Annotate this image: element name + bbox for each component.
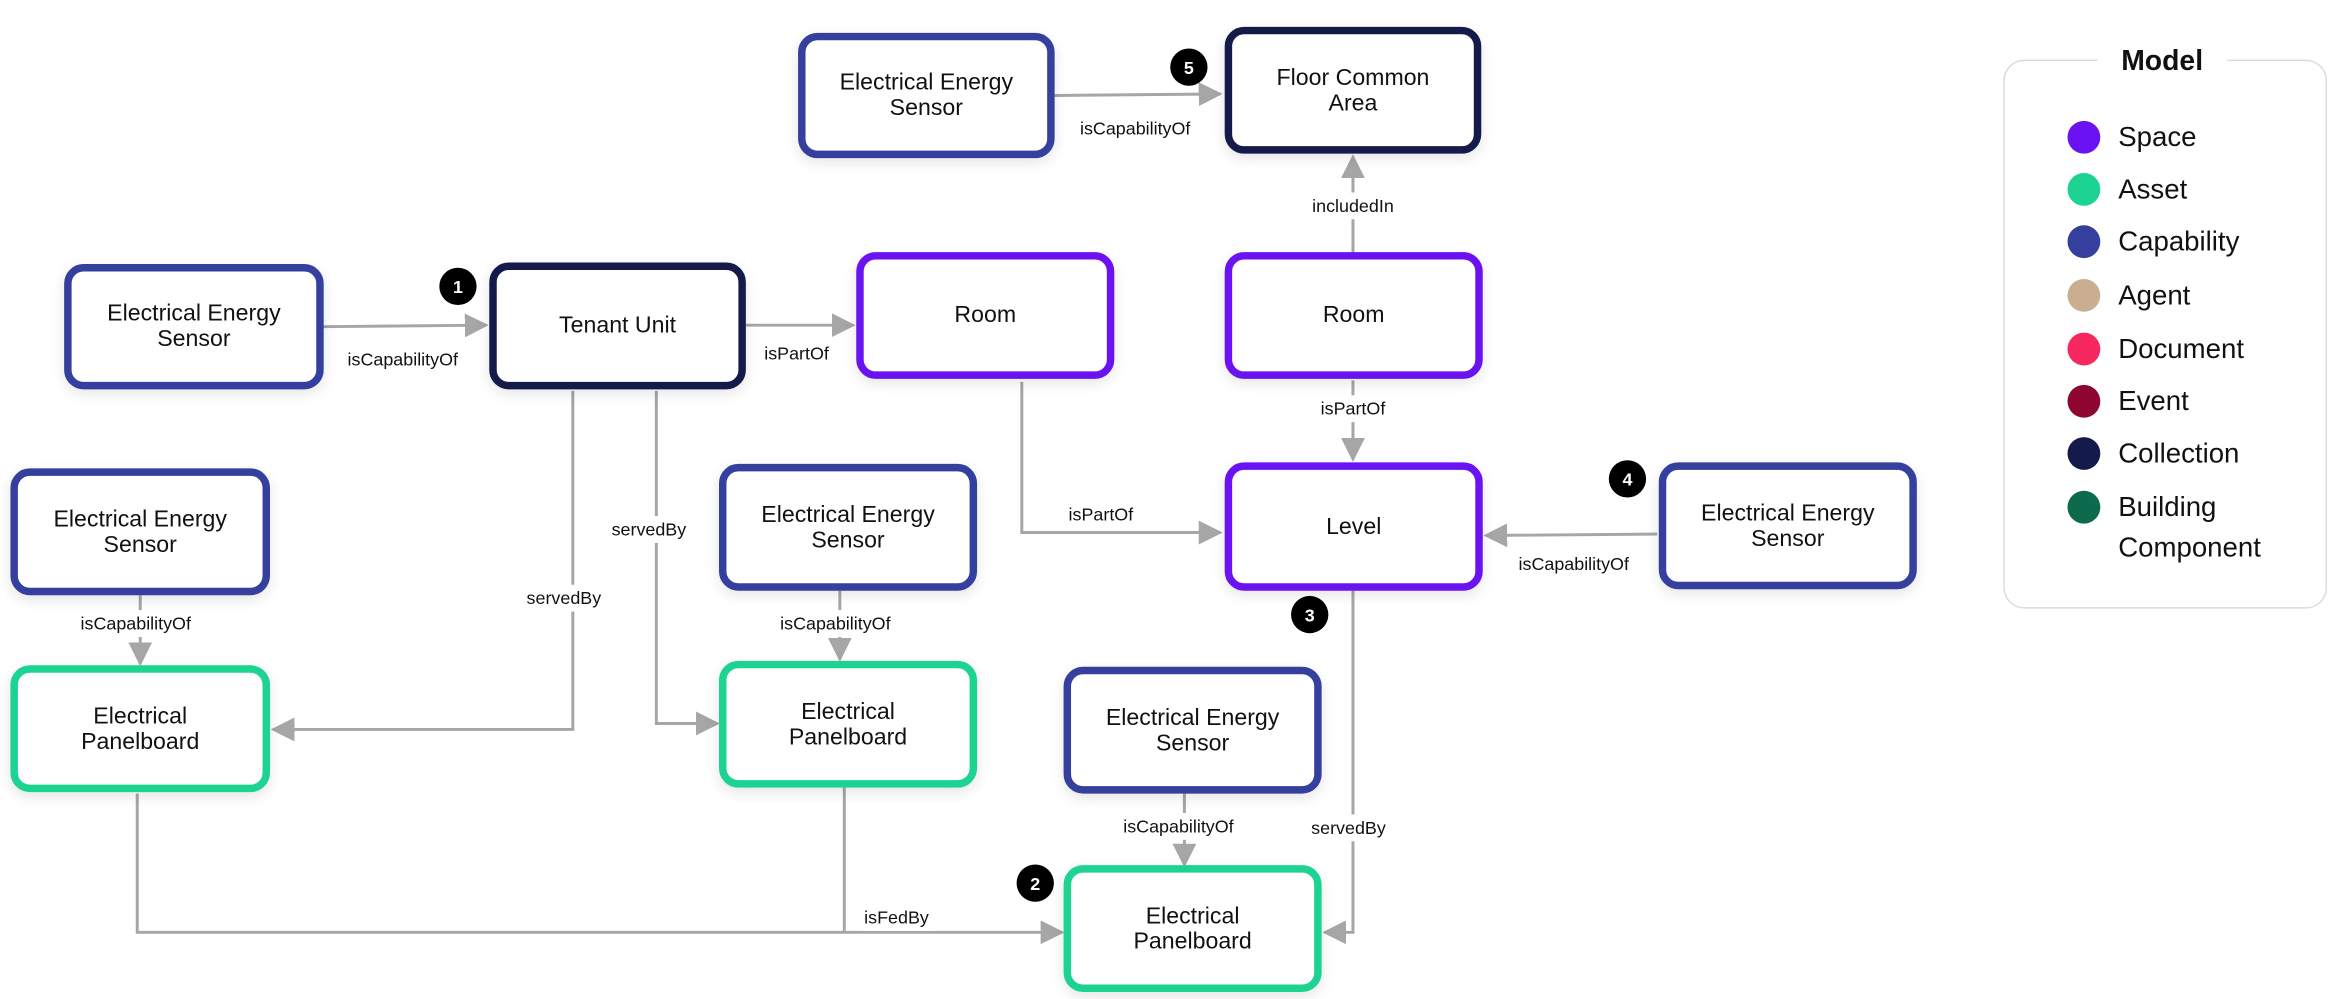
- legend-title: Model: [2097, 37, 2227, 89]
- edge-label: includedIn: [1306, 192, 1400, 220]
- node-label-line: Area: [1328, 90, 1378, 116]
- edge-eesTop-floorCommon: [1054, 82, 1223, 107]
- edge-tenantUnit-panelMid: [654, 390, 720, 736]
- edge-label: isCapabilityOf: [74, 610, 197, 637]
- edge-label: isCapabilityOf: [1074, 114, 1197, 142]
- legend-dot: [2067, 278, 2101, 312]
- legend-label: Building Component: [2118, 490, 2261, 563]
- legend-item-event: Event: [2067, 384, 2189, 421]
- node-label-line: Electrical Energy: [1701, 500, 1875, 526]
- legend-label: Event: [2118, 384, 2189, 417]
- node-label-line: Panelboard: [788, 724, 908, 750]
- node-label-line: Sensor: [157, 326, 231, 353]
- step-marker: 1: [439, 267, 477, 306]
- node-label-line: Electrical Energy: [839, 70, 1014, 96]
- node-label-line: Panelboard: [81, 728, 200, 755]
- edge-label: isCapabilityOf: [1117, 812, 1240, 840]
- legend-label: Asset: [2118, 173, 2188, 205]
- node-label-line: Sensor: [103, 531, 177, 558]
- legend-dot: [2067, 173, 2101, 206]
- step-marker: 5: [1170, 48, 1208, 86]
- node-label-line: Electrical Energy: [1105, 704, 1280, 731]
- node-label-line: Panelboard: [1133, 928, 1252, 954]
- node-label-line: Sensor: [1155, 730, 1230, 756]
- legend-dot: [2067, 120, 2101, 154]
- edge-label: isCapabilityOf: [774, 610, 897, 637]
- node-label-line: Floor Common: [1276, 64, 1430, 91]
- node-room: Room: [1224, 252, 1483, 379]
- legend-item-building-component: Building Component: [2067, 490, 2297, 567]
- legend-label: Space: [2118, 120, 2197, 153]
- edge-panelLeft-panelMain: [135, 793, 1065, 945]
- edge-label: isPartOf: [758, 340, 835, 367]
- step-marker: 3: [1291, 595, 1329, 634]
- node-label-line: Sensor: [889, 95, 963, 121]
- node-label-line: Level: [1326, 513, 1382, 540]
- node-label-line: Electrical Energy: [53, 506, 227, 532]
- edge-label: servedBy: [605, 516, 693, 543]
- legend-item-capability: Capability: [2067, 225, 2239, 261]
- legend-dot: [2067, 437, 2101, 470]
- legend-item-space: Space: [2067, 120, 2196, 157]
- node-label-line: Room: [954, 302, 1017, 329]
- step-marker: 4: [1608, 460, 1647, 498]
- legend-dot: [2067, 225, 2101, 259]
- legend-dot: [2067, 332, 2101, 366]
- legend-label: Agent: [2118, 278, 2191, 311]
- edge-eesRight-level: [1483, 523, 1658, 548]
- edge-level-panelMain: [1322, 590, 1355, 945]
- edge-label: isCapabilityOf: [341, 346, 464, 373]
- node-label-line: Sensor: [1751, 525, 1825, 552]
- legend-label: Document: [2118, 332, 2245, 364]
- edge-label: isPartOf: [1062, 501, 1140, 529]
- legend-item-agent: Agent: [2067, 278, 2190, 315]
- node-label-line: Electrical: [93, 703, 188, 729]
- node-label-line: Electrical Energy: [107, 301, 281, 327]
- node-label-line: Sensor: [811, 527, 885, 553]
- edge-label: isFedBy: [858, 903, 935, 931]
- legend-item-document: Document: [2067, 332, 2244, 369]
- edge-label: isCapabilityOf: [1512, 550, 1635, 578]
- edge-label: isPartOf: [1314, 395, 1392, 423]
- edge-eesTenant-tenantUnit: [322, 313, 489, 338]
- legend-label: Capability: [2118, 225, 2240, 257]
- node-room: Room: [856, 252, 1115, 379]
- legend: Model Space Asset Capability Agent Docum…: [2003, 37, 2328, 609]
- legend-dot: [2067, 490, 2101, 524]
- node-label-line: Electrical Energy: [761, 501, 935, 528]
- node-label-line: Electrical: [1145, 903, 1240, 929]
- legend-item-asset: Asset: [2067, 173, 2187, 209]
- step-marker: 2: [1016, 864, 1054, 902]
- node-label-line: Room: [1322, 302, 1385, 329]
- legend-dot: [2067, 384, 2101, 418]
- node-level: Level: [1224, 462, 1483, 591]
- edge-roomLeft-level: [1020, 381, 1223, 545]
- edge-label: servedBy: [1305, 814, 1392, 842]
- node-label-line: Tenant Unit: [559, 313, 677, 339]
- legend-label: Collection: [2118, 437, 2240, 469]
- edge-label: servedBy: [520, 584, 608, 612]
- edge-tenantUnit-panelLeft: [270, 390, 575, 742]
- node-tenant-unit: Tenant Unit: [489, 262, 746, 390]
- node-label-line: Electrical: [801, 698, 895, 725]
- legend-item-collection: Collection: [2067, 437, 2239, 473]
